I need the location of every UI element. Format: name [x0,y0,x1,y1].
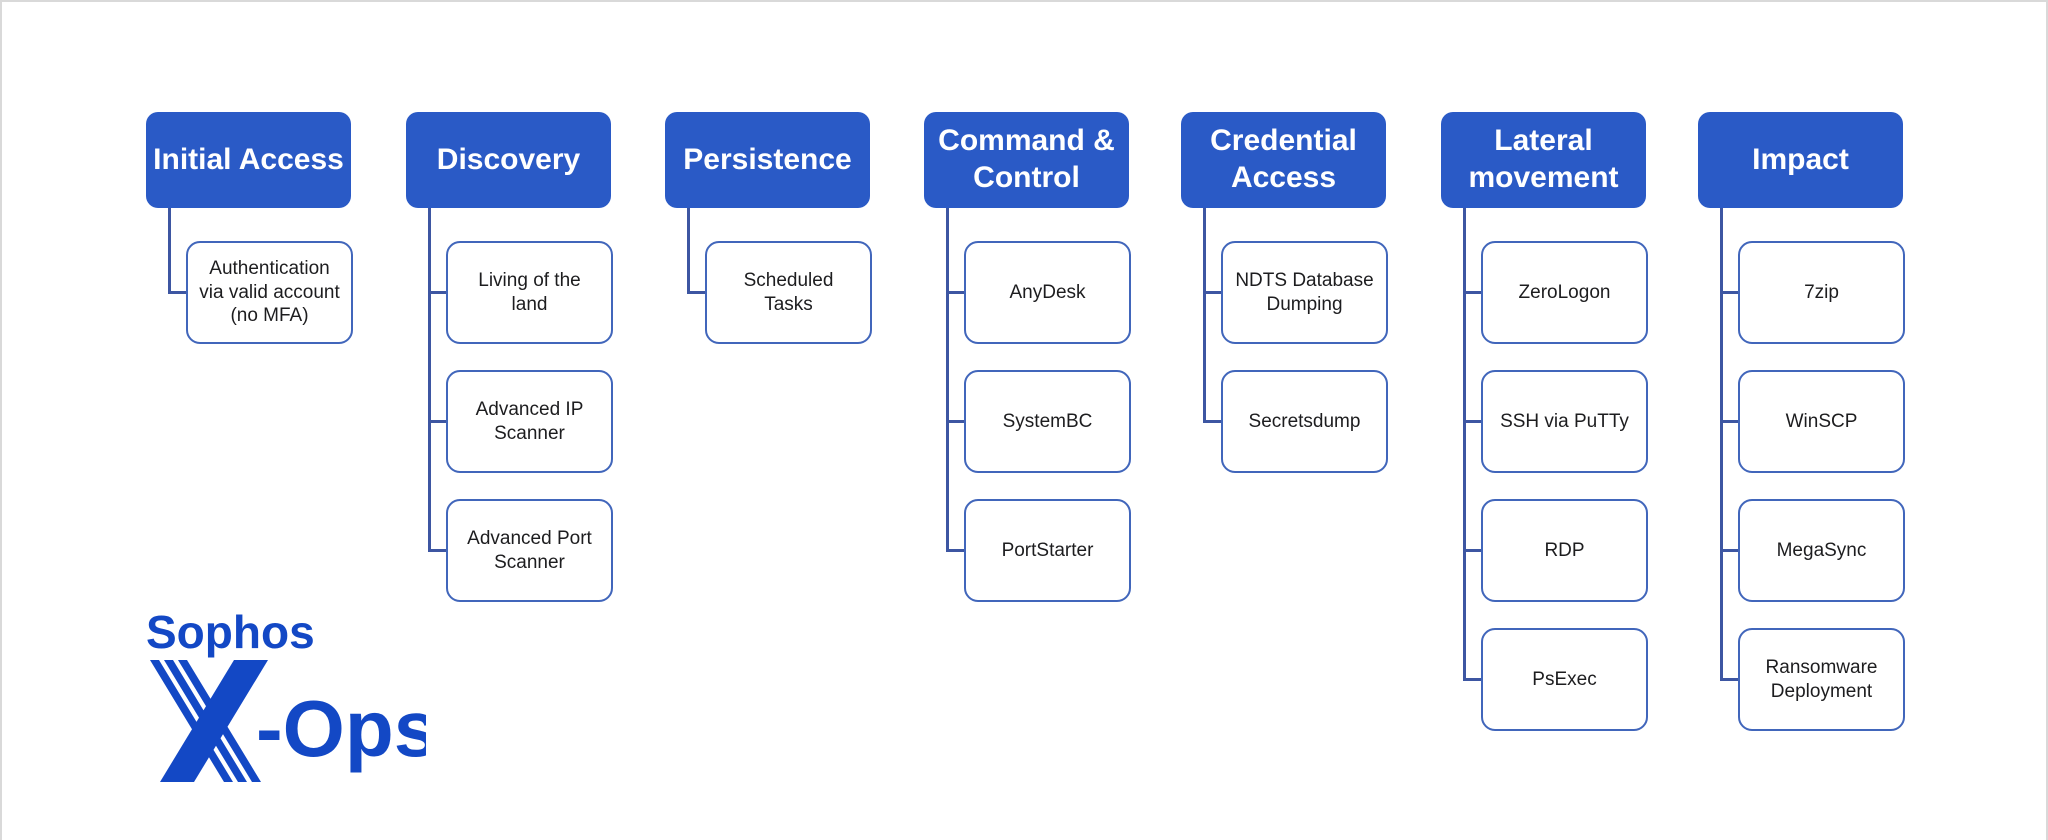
technique-label: Living of the land [478,269,581,315]
technique-box: Authentication via valid account (no MFA… [186,241,353,344]
connector-line [946,208,949,551]
technique-box: PortStarter [964,499,1131,602]
stage-title: Persistence [683,142,852,176]
technique-label: MegaSync [1776,539,1867,561]
stage-header-credential-access: Credential Access [1181,112,1386,208]
technique-box: Ransomware Deployment [1738,628,1905,731]
connector-line [168,208,171,293]
stage-header-initial-access: Initial Access [146,112,351,208]
technique-box: Advanced Port Scanner [446,499,613,602]
connector-stub [946,291,966,294]
connector-stub [1203,420,1223,423]
connector-line [1463,208,1466,680]
connector-stub [946,420,966,423]
connector-stub [687,291,707,294]
connector-stub [1463,420,1483,423]
stage-title: Initial Access [153,142,344,176]
stage-title: Credential Access [1210,124,1357,194]
technique-label: WinSCP [1785,410,1858,432]
stage-title: Command & Control [938,124,1115,194]
logo-suffix-text: -Ops [256,684,426,773]
connector-line [1720,208,1723,680]
technique-box: MegaSync [1738,499,1905,602]
technique-label: Advanced IP Scanner [475,398,584,444]
technique-label: PortStarter [1001,539,1094,561]
connector-stub [1720,291,1740,294]
technique-label: SystemBC [1002,410,1093,432]
technique-box: AnyDesk [964,241,1131,344]
technique-label: ZeroLogon [1518,281,1611,303]
technique-label: NDTS Database Dumping [1235,269,1374,315]
connector-stub [1463,291,1483,294]
connector-stub [1720,549,1740,552]
connector-stub [168,291,188,294]
technique-label: 7zip [1804,281,1839,303]
logo-brand-text: Sophos [146,608,315,658]
technique-label: AnyDesk [1009,281,1086,303]
technique-label: RDP [1544,539,1585,561]
stage-header-persistence: Persistence [665,112,870,208]
stage-header-impact: Impact [1698,112,1903,208]
stage-title: Impact [1752,142,1849,176]
technique-label: Authentication via valid account (no MFA… [199,257,340,327]
connector-stub [428,420,448,423]
technique-box: SystemBC [964,370,1131,473]
technique-box: NDTS Database Dumping [1221,241,1388,344]
technique-box: ZeroLogon [1481,241,1648,344]
connector-stub [1463,549,1483,552]
technique-box: SSH via PuTTy [1481,370,1648,473]
stage-title: Lateral movement [1468,124,1619,194]
connector-stub [1720,420,1740,423]
technique-box: Scheduled Tasks [705,241,872,344]
stage-header-command-and-control: Command & Control [924,112,1129,208]
technique-box: Advanced IP Scanner [446,370,613,473]
stage-header-discovery: Discovery [406,112,611,208]
connector-stub [1720,678,1740,681]
sophos-xops-logo: Sophos -Ops [146,606,438,784]
technique-box: RDP [1481,499,1648,602]
technique-box: Secretsdump [1221,370,1388,473]
technique-box: 7zip [1738,241,1905,344]
connector-line [1203,208,1206,422]
technique-label: Advanced Port Scanner [467,527,592,573]
technique-label: PsExec [1532,668,1597,690]
connector-line [687,208,690,293]
connector-stub [428,291,448,294]
connector-stub [1463,678,1483,681]
logo-x-mark [150,660,268,782]
stage-title: Discovery [436,142,581,176]
technique-box: WinSCP [1738,370,1905,473]
technique-box: PsExec [1481,628,1648,731]
technique-box: Living of the land [446,241,613,344]
stage-header-lateral-movement: Lateral movement [1441,112,1646,208]
technique-label: Ransomware Deployment [1765,656,1878,702]
connector-line [428,208,431,551]
technique-label: Secretsdump [1248,410,1361,432]
technique-label: Scheduled Tasks [743,269,834,315]
connector-stub [946,549,966,552]
connector-stub [428,549,448,552]
connector-stub [1203,291,1223,294]
technique-label: SSH via PuTTy [1500,410,1629,432]
